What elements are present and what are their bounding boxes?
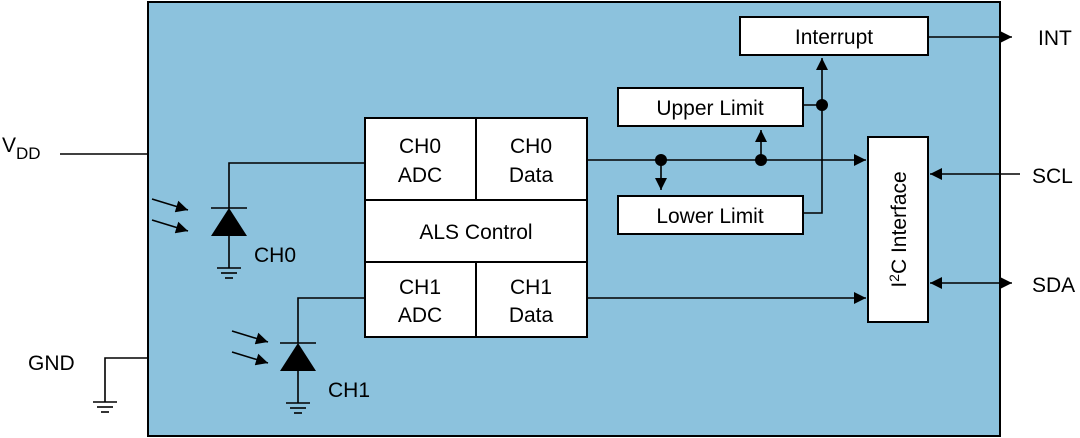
gnd-wire <box>104 357 148 402</box>
svg-text:CH1: CH1 <box>510 276 552 299</box>
ch0-data-block: CH0 Data <box>475 117 588 201</box>
lower-limit-out <box>803 105 823 214</box>
i2c-interface-block: I2C Interface <box>867 136 929 323</box>
lower-limit-block: Lower Limit <box>617 195 804 235</box>
svg-text:CH0: CH0 <box>399 135 441 158</box>
svg-text:Data: Data <box>509 164 554 187</box>
gnd-ground-icon <box>93 401 117 413</box>
ch0-adc-block: CH0 ADC <box>364 117 477 201</box>
scl-label: SCL <box>1032 165 1073 188</box>
svg-text:CH0: CH0 <box>510 135 552 158</box>
svg-text:I2C Interface: I2C Interface <box>886 171 911 287</box>
int-label: INT <box>1038 27 1072 50</box>
sda-label: SDA <box>1032 274 1075 297</box>
upper-limit-block: Upper Limit <box>617 87 804 127</box>
svg-text:Lower Limit: Lower Limit <box>656 205 764 228</box>
svg-text:ADC: ADC <box>398 164 442 187</box>
svg-text:ALS Control: ALS Control <box>419 221 532 244</box>
ch1-photodiode <box>231 297 365 414</box>
ch1-ground-icon <box>286 402 310 414</box>
interrupt-block: Interrupt <box>739 16 929 56</box>
ch0-photodiode-label: CH0 <box>254 244 296 267</box>
svg-text:Upper Limit: Upper Limit <box>656 97 764 120</box>
ch1-adc-block: CH1 ADC <box>364 261 477 338</box>
ch0-ground-icon <box>217 267 241 279</box>
ch1-data-block: CH1 Data <box>475 261 588 338</box>
als-control-block: ALS Control <box>364 199 588 263</box>
svg-text:ADC: ADC <box>398 304 442 327</box>
ch1-photodiode-label: CH1 <box>328 379 370 402</box>
svg-text:CH1: CH1 <box>399 276 441 299</box>
gnd-label: GND <box>28 352 75 375</box>
vdd-label: VDD <box>2 134 41 163</box>
svg-text:Data: Data <box>509 304 554 327</box>
ch0-photodiode <box>151 162 365 279</box>
svg-text:Interrupt: Interrupt <box>795 26 873 49</box>
